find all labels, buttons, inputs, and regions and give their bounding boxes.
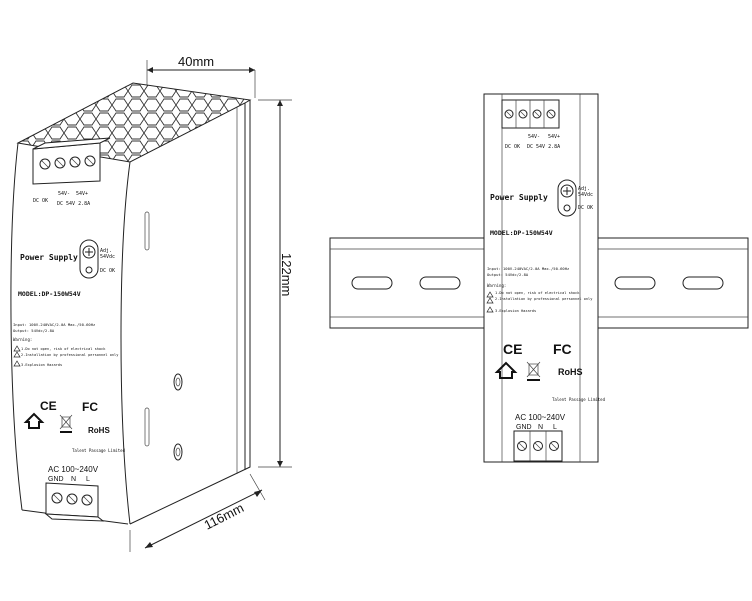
adjust-potentiometer-icon bbox=[557, 179, 577, 217]
front-adj: Adj. bbox=[578, 186, 590, 192]
terminal-screw-icon bbox=[504, 109, 556, 119]
housing-front bbox=[483, 93, 599, 463]
iso-input: Input: 100V-240VAC/2.0A Max./50-60Hz bbox=[13, 322, 95, 327]
front-gnd: GND bbox=[516, 424, 532, 431]
warning-triangle-icon bbox=[13, 351, 21, 358]
front-warn1: 1.Do not open, risk of electrical shock bbox=[495, 291, 580, 295]
front-dc-ok: DC OK bbox=[505, 144, 520, 150]
dim-depth-label: 116mm bbox=[202, 500, 247, 533]
terminal-screw-icon bbox=[517, 441, 559, 451]
iso-n: N bbox=[71, 476, 76, 483]
rohs-icon: RoHS bbox=[88, 426, 110, 435]
front-adj-value: 54Vdc bbox=[578, 192, 593, 198]
top-terminal-block bbox=[32, 137, 111, 185]
front-dc-ok-led: DC OK bbox=[578, 205, 593, 211]
iso-adj: Adj. bbox=[100, 248, 112, 254]
front-out-spec: DC 54V 2.8A bbox=[527, 144, 560, 150]
house-icon bbox=[23, 412, 45, 429]
dim-width-label: 40mm bbox=[178, 54, 214, 69]
iso-adj-value: 54Vdc bbox=[100, 254, 115, 260]
bottom-terminal-block bbox=[44, 482, 105, 522]
iso-dc-ok-led: DC OK bbox=[100, 268, 115, 274]
weee-bin-icon bbox=[59, 414, 73, 433]
dim-depth bbox=[129, 473, 266, 552]
iso-warn1: 1.Do not open, risk of electrical shock bbox=[21, 347, 106, 351]
front-warn3: 3.Explosion Hazards bbox=[495, 309, 536, 313]
warning-triangle-icon bbox=[13, 345, 21, 352]
front-input: Input: 100V-240VAC/2.0A Max./50-60Hz bbox=[487, 266, 569, 271]
dim-width bbox=[146, 60, 256, 98]
iso-out-spec: DC 54V 2.8A bbox=[57, 201, 90, 207]
iso-ac: AC 100~240V bbox=[48, 465, 99, 474]
rohs-icon: RoHS bbox=[558, 367, 583, 377]
iso-warn2: 2.Installation by professional personnel… bbox=[21, 353, 119, 357]
iso-l: L bbox=[86, 476, 90, 483]
side-face bbox=[129, 100, 251, 525]
front-ac: AC 100~240V bbox=[515, 413, 566, 422]
front-warn2: 2.Installation by professional personnel… bbox=[495, 297, 593, 301]
iso-warning: Warning: bbox=[13, 337, 32, 342]
adjust-potentiometer-icon bbox=[79, 239, 99, 279]
front-title: Power Supply bbox=[490, 193, 548, 202]
house-icon bbox=[494, 361, 518, 379]
warning-triangle-icon bbox=[486, 291, 494, 298]
front-output: Output: 54Vdc/2.8A bbox=[487, 272, 529, 277]
weee-bin-icon bbox=[526, 361, 541, 381]
dim-height-label: 122mm bbox=[279, 253, 294, 296]
iso-warn3: 3.Explosion Hazards bbox=[21, 363, 62, 367]
dim-height bbox=[258, 99, 292, 468]
iso-model: MODEL:DP-150W54V bbox=[18, 290, 81, 298]
warning-triangle-icon bbox=[13, 360, 21, 367]
bottom-terminal-block bbox=[513, 430, 563, 462]
front-model: MODEL:DP-150W54V bbox=[490, 229, 553, 237]
front-v-plus: 54V+ bbox=[548, 134, 560, 140]
front-view: DC OK 54V- 54V+ DC 54V 2.8A Power Supply… bbox=[329, 93, 749, 463]
fc-mark-icon: FC bbox=[553, 341, 572, 357]
warning-triangle-icon bbox=[486, 306, 494, 313]
iso-title: Power Supply bbox=[20, 253, 78, 262]
front-company: Talent Passage Limited bbox=[552, 397, 606, 402]
iso-output: Output: 54Vdc/2.8A bbox=[13, 328, 55, 333]
front-n: N bbox=[538, 424, 543, 431]
terminal-screw-icon bbox=[39, 155, 96, 170]
front-l: L bbox=[553, 424, 557, 431]
top-terminal-block bbox=[501, 99, 560, 129]
fc-mark-icon: FC bbox=[82, 400, 98, 414]
iso-v-plus: 54V+ bbox=[76, 191, 88, 197]
iso-dc-ok: DC OK bbox=[33, 198, 48, 204]
iso-company: Talent Passage Limited bbox=[72, 448, 126, 453]
ce-mark-icon: CE bbox=[40, 399, 57, 413]
iso-gnd: GND bbox=[48, 476, 64, 483]
iso-v-minus: 54V- bbox=[58, 191, 70, 197]
front-v-minus: 54V- bbox=[528, 134, 540, 140]
isometric-view: DC OK 54V- 54V+ DC 54V 2.8A Power Supply… bbox=[10, 54, 294, 552]
ce-mark-icon: CE bbox=[503, 341, 522, 357]
warning-triangle-icon bbox=[486, 297, 494, 304]
front-warning: Warning: bbox=[487, 283, 506, 288]
terminal-screw-icon bbox=[51, 492, 93, 506]
